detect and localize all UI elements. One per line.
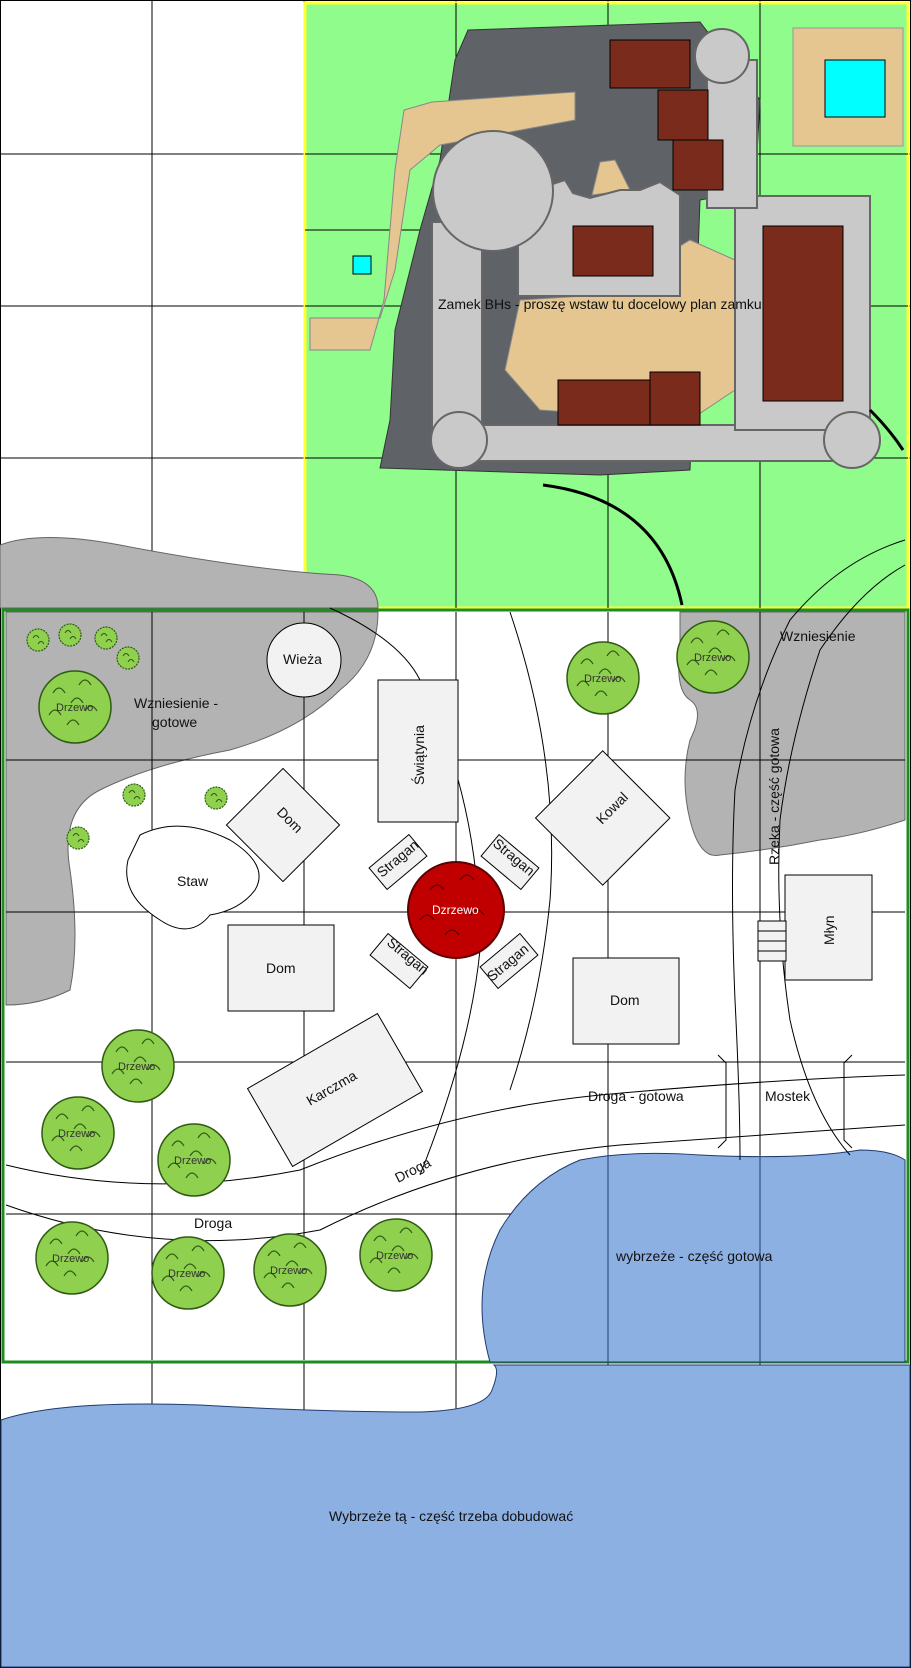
coast-todo (0, 1364, 911, 1668)
hill-left-label: Wzniesienie - (134, 695, 218, 711)
tree-label: Drzewo (584, 673, 621, 685)
red-tree (407, 861, 505, 959)
house-label: Dom (266, 960, 296, 976)
bridge (717, 1054, 853, 1149)
road-done-label: Droga - gotowa (588, 1088, 684, 1104)
hill-right-label: Wzniesienie (780, 628, 856, 644)
coast-done-label: wybrzeże - część gotowa (615, 1248, 773, 1264)
castle-road (542, 483, 684, 606)
tree-label: Drzewo (58, 1128, 95, 1140)
hill-left-label-2: gotowe (152, 714, 197, 730)
coast-done (481, 1149, 906, 1363)
roads (5, 607, 906, 1242)
tower-label: Wieża (283, 651, 322, 667)
town-area: Drzewo Drzewo Drzewo Drzewo Drzewo Drzew… (1, 539, 910, 1364)
outer-hill (0, 537, 379, 609)
tree-label: Drzewo (52, 1253, 89, 1265)
road-label: Droga (194, 1215, 232, 1231)
buildings (225, 622, 873, 1168)
castle-label: Zamek BHs - proszę wstaw tu docelowy pla… (438, 296, 762, 312)
pond-label: Staw (177, 873, 209, 889)
tree-label: Drzewo (694, 652, 731, 664)
house-label: Dom (610, 992, 640, 1008)
tree-label: Drzewo (376, 1250, 413, 1262)
fountain-pool (824, 59, 886, 118)
mill-label: Młyn (821, 915, 837, 945)
tree-label: Drzewo (270, 1265, 307, 1277)
temple-label: Świątynia (410, 725, 427, 785)
river (732, 539, 906, 1161)
tree-label: Drzewo (174, 1155, 211, 1167)
castle-towers (430, 28, 881, 469)
tree-label: Drzewo (56, 702, 93, 714)
tree-label: Drzewo (168, 1268, 205, 1280)
river-label: Rzeka - część gotowa (766, 728, 782, 865)
small-well (352, 255, 372, 275)
coast-todo-label: Wybrzeże tą - część trzeba dobudować (329, 1508, 573, 1524)
red-tree-label: Dzrzewo (432, 903, 479, 917)
tree-label: Drzewo (118, 1061, 155, 1073)
castle-area: Zamek BHs - proszę wstaw tu docelowy pla… (303, 1, 910, 610)
bridge-label: Mostek (765, 1088, 811, 1104)
castle-roofs (557, 39, 844, 426)
sand-path (309, 91, 576, 351)
pond (126, 825, 260, 930)
